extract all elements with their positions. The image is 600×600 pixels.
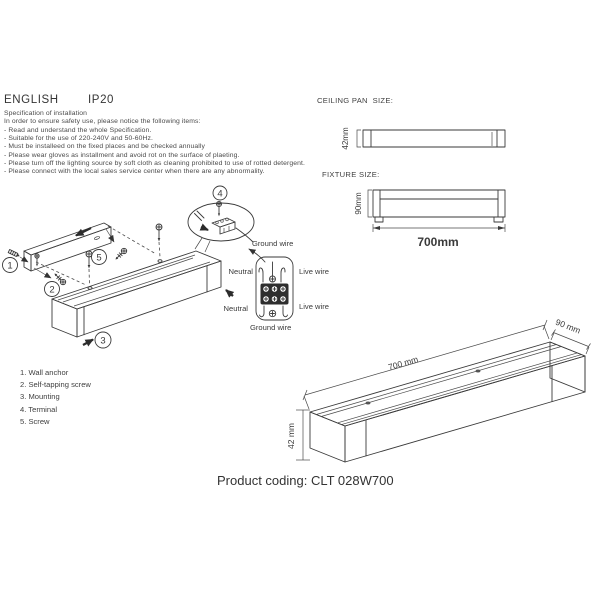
fixture-size-label: FIXTURE SIZE: [322, 170, 380, 179]
parts-list-item: 3. Mounting [20, 392, 60, 402]
screw-icon [113, 246, 129, 262]
specification-block: Specification of installation In order t… [4, 110, 305, 177]
svg-text:5: 5 [96, 252, 101, 263]
parts-list-item: 1. Wall anchor [20, 368, 69, 377]
fixture-height-dimension: 90mm [354, 192, 363, 215]
wall-anchor-icon [7, 248, 21, 259]
callout-3: 3 [95, 332, 111, 348]
ip-rating-label: IP20 [88, 94, 115, 106]
callout-2: 2 [45, 282, 60, 297]
spec-intro: In order to ensure safety use, please no… [4, 118, 201, 126]
fastener-icons [7, 223, 163, 287]
ground-wire [236, 228, 253, 242]
direction-arrow [225, 290, 235, 298]
live-wire-top-label: Live wire [299, 267, 329, 276]
fixture-size-drawing: 90mm 700mm [354, 186, 518, 249]
terminal-screw-icon [216, 201, 222, 217]
language-label: ENGLISH [4, 94, 59, 106]
length-dimension-label: 700 mm [387, 354, 419, 372]
wire [283, 306, 288, 317]
left-end-face [310, 412, 345, 462]
callout-4: 4 [213, 186, 227, 200]
self-tapping-screw-icon [52, 271, 68, 287]
spec-item: - Please wear gloves as installment and … [4, 151, 240, 159]
ground-wire-bottom-label: Ground wire [250, 323, 291, 332]
terminal-detail-bubble [188, 201, 254, 252]
mounting-bracket [24, 223, 111, 271]
alignment-dashed-line [36, 262, 86, 285]
spec-item: - Please turn off the lighting source by… [4, 160, 306, 168]
fixture-width-dimension: 700mm [417, 235, 458, 249]
parts-list: 1. Wall anchor 2. Self-tapping screw 3. … [20, 367, 91, 428]
parts-list-item: 2. Self-tapping screw [20, 380, 91, 390]
callout-5: 5 [92, 250, 107, 265]
screw-hole [158, 260, 162, 263]
svg-text:1: 1 [7, 260, 12, 271]
tool-icon [197, 211, 204, 218]
alignment-dashed-line [108, 226, 156, 254]
ceiling-pan-size-label: CEILING PAN SIZE: [317, 96, 394, 105]
spec-item: - Must be installeed on the fixed places… [4, 143, 205, 151]
wire [259, 268, 263, 282]
ceiling-pan-drawing: 42mm [341, 127, 515, 150]
fixture-3d-drawing: 42 mm 700 mm 90 mm [286, 317, 600, 468]
top-face [310, 342, 585, 426]
screw-hole [365, 401, 371, 405]
wire [281, 268, 285, 282]
direction-arrow [75, 228, 91, 236]
spec-title: Specification of installation [4, 110, 87, 117]
width-dimension-line [554, 333, 589, 347]
front-face [345, 356, 585, 462]
fixture-body [52, 251, 221, 347]
svg-text:2: 2 [49, 284, 54, 295]
ground-wire-top-label: Ground wire [252, 239, 293, 248]
spec-item: - Read and understand the whole Specific… [4, 126, 152, 134]
spec-item: - Suitable for the use of 220-240V and 5… [4, 135, 154, 143]
right-end-face [550, 342, 585, 392]
spec-item: - Please connect with the local sales se… [4, 168, 265, 176]
width-dimension-label: 90 mm [554, 317, 582, 336]
callout-1: 1 [3, 258, 18, 273]
installation-diagram: Ground wire Neutral Live wire Neutral Li… [0, 183, 329, 361]
live-wire-bottom-label: Live wire [299, 302, 329, 311]
dimension-bracket [368, 190, 372, 217]
terminal-block [225, 249, 293, 320]
mounting-screw-icon [85, 250, 93, 269]
bracket-slot-hole [94, 236, 100, 240]
svg-text:3: 3 [100, 335, 105, 346]
neutral-top-label: Neutral [229, 267, 254, 276]
height-dimension-label: 42 mm [286, 423, 296, 449]
svg-text:4: 4 [217, 188, 222, 199]
length-dimension-line [305, 325, 545, 395]
product-coding: Product coding: CLT 028W700 [217, 473, 394, 488]
screw-hole [475, 369, 481, 373]
ceiling-pan-height-dimension: 42mm [341, 127, 350, 150]
ground-wire-arrow [249, 249, 265, 262]
installed-screw-icon [34, 253, 40, 267]
parts-list-item: 4. Terminal [20, 404, 58, 414]
parts-list-item: 5. Screw [20, 416, 50, 426]
dimension-bracket [357, 130, 361, 147]
mounting-screw-icon [155, 223, 163, 242]
direction-arrow [83, 340, 94, 347]
screw-hole [88, 287, 92, 290]
wire [260, 306, 265, 317]
neutral-bottom-label: Neutral [224, 304, 249, 313]
